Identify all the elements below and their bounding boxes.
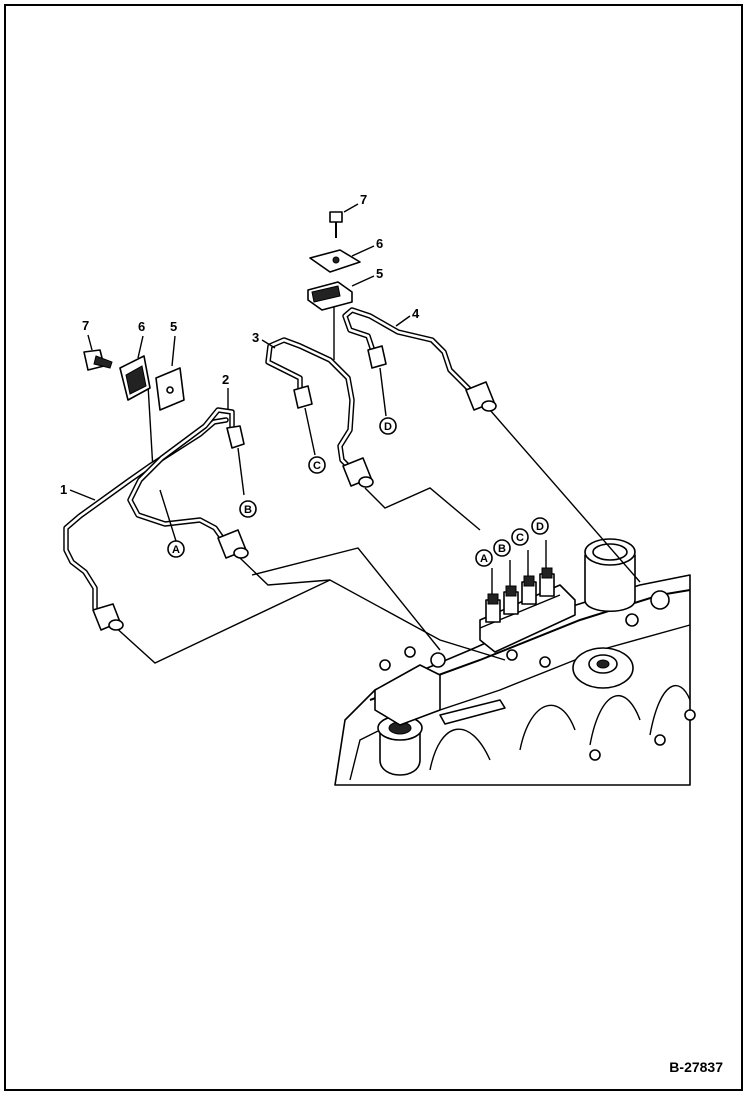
marker-a-pump: A — [480, 553, 488, 565]
label-part-2: 2 — [222, 372, 229, 387]
part-labels: 1 2 3 4 5 6 7 7 6 5 — [60, 192, 420, 501]
marker-a-line: A — [172, 544, 180, 556]
label-part-7-right: 7 — [360, 192, 367, 207]
fuel-line-3 — [265, 337, 374, 488]
fuel-line-1 — [63, 417, 229, 631]
label-part-1: 1 — [60, 482, 67, 497]
connection-markers: A B C D A B C D — [159, 417, 549, 567]
label-part-5-left: 5 — [170, 319, 177, 334]
marker-d-line: D — [384, 421, 392, 433]
fuel-line-4 — [342, 307, 497, 417]
clamp-set-left — [83, 349, 185, 411]
diagram-frame — [4, 4, 743, 1091]
leader-lines — [112, 285, 641, 664]
injection-pump — [479, 540, 576, 653]
figure-id: B-27837 — [669, 1059, 723, 1075]
label-part-6-right: 6 — [376, 236, 383, 251]
marker-d-pump: D — [536, 521, 544, 533]
marker-b-line: B — [244, 504, 252, 516]
marker-c-pump: C — [516, 532, 524, 544]
marker-b-pump: B — [498, 543, 506, 555]
engine-block — [334, 538, 696, 786]
label-part-7-left: 7 — [82, 318, 89, 333]
marker-c-line: C — [313, 460, 321, 472]
label-part-3: 3 — [252, 330, 259, 345]
clamp-set-right — [307, 211, 361, 311]
label-part-5-right: 5 — [376, 266, 383, 281]
fuel-line-2 — [127, 407, 249, 559]
label-part-6-left: 6 — [138, 319, 145, 334]
label-part-4: 4 — [412, 306, 420, 321]
